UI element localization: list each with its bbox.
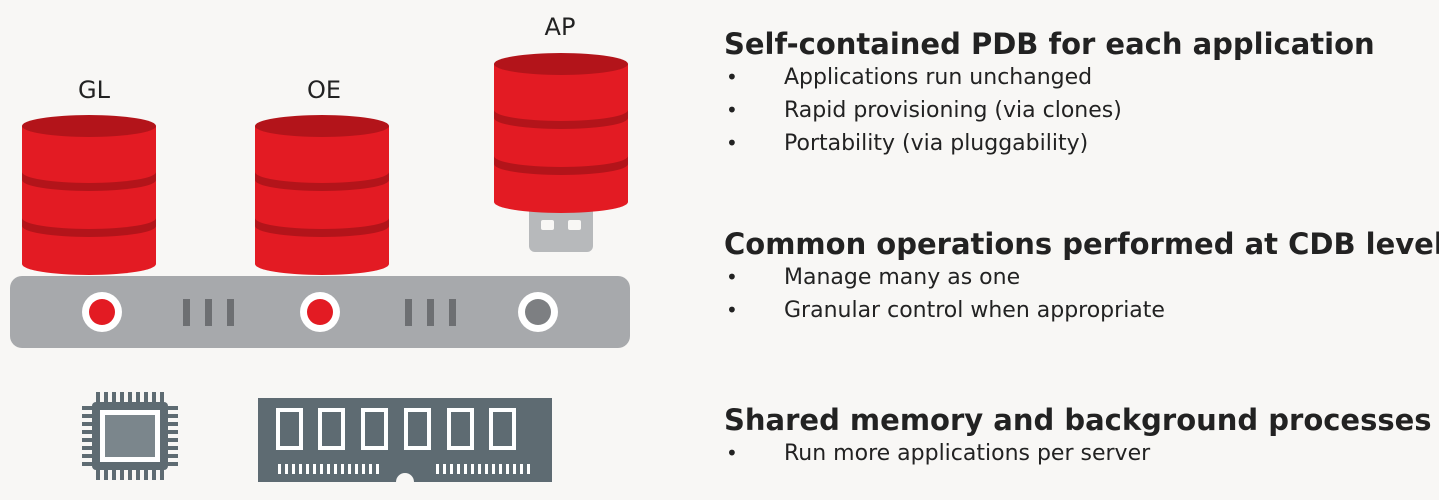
cpu-chip-icon [82,392,178,480]
bullet-icon: • [726,65,738,89]
bullet-text: Portability (via pluggability) [784,131,1089,156]
cdb-rail [10,276,630,348]
usb-plug-icon [529,204,593,252]
section-self-contained-pdb: Self-contained PDB for each application … [724,27,1375,160]
bullet-item: • Manage many as one [724,261,1439,294]
bullet-list: • Applications run unchanged • Rapid provi… [724,61,1375,160]
gl-database-icon [22,115,156,275]
bullet-item: • Run more applications per server [724,437,1432,470]
db-label-oe: OE [306,76,342,104]
db-label-ap: AP [544,13,576,41]
bullet-icon: • [726,131,738,155]
oe-database-icon [255,115,389,275]
bullet-item: • Portability (via pluggability) [724,127,1375,160]
section-shared-memory: Shared memory and background processes •… [724,403,1432,470]
bullet-text: Granular control when appropriate [784,298,1165,323]
bullet-text: Run more applications per server [784,441,1151,466]
bullet-item: • Rapid provisioning (via clones) [724,94,1375,127]
section-title: Self-contained PDB for each application [724,27,1375,61]
section-title: Shared memory and background processes [724,403,1432,437]
slot-indicator-empty-icon [518,292,558,332]
section-title: Common operations performed at CDB level [724,227,1439,261]
bullet-icon: • [726,298,738,322]
section-common-operations: Common operations performed at CDB level… [724,227,1439,327]
bullet-item: • Applications run unchanged [724,61,1375,94]
bullet-icon: • [726,441,738,465]
vent-marks-right-icon [405,299,456,326]
bullet-list: • Manage many as one • Granular control wh… [724,261,1439,327]
bullet-text: Rapid provisioning (via clones) [784,98,1122,123]
bullet-text: Applications run unchanged [784,65,1093,90]
slot-indicator-gl-icon [82,292,122,332]
bullet-icon: • [726,265,738,289]
vent-marks-left-icon [183,299,234,326]
db-label-gl: GL [78,76,110,104]
memory-module-icon [258,398,552,482]
ap-database-icon [494,53,628,252]
bullet-text: Manage many as one [784,265,1021,290]
bullet-item: • Granular control when appropriate [724,294,1439,327]
bullet-icon: • [726,98,738,122]
pluggable-database-diagram [10,53,630,482]
bullet-list: • Run more applications per server [724,437,1432,470]
slot-indicator-oe-icon [300,292,340,332]
